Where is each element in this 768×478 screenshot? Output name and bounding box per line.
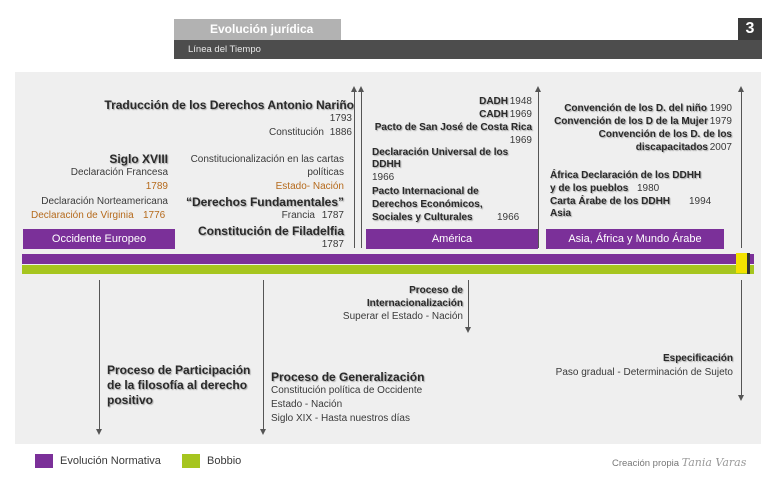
year-2007: 2007	[709, 142, 732, 153]
arrow-up-america-right	[538, 90, 539, 248]
participacion-line1: Proceso de Participación	[107, 363, 251, 377]
generalizacion-line2: Estado - Nación	[271, 399, 343, 410]
legend-swatch-normativa	[35, 454, 53, 468]
arrow-up-america-left-head	[358, 86, 364, 92]
region-asia-africa: Asia, África y Mundo Árabe	[546, 229, 724, 249]
dudh-line1: Declaración Universal de los	[372, 147, 509, 158]
internacionalizacion-line1: Proceso de	[409, 285, 463, 296]
constitucion-filadelfia: Constitución de Filadelfia	[197, 224, 344, 238]
arrow-up-america-right-head	[535, 86, 541, 92]
arrow-down-generalizacion	[263, 280, 264, 430]
arrow-up-asia-head	[738, 86, 744, 92]
dudh-line2: DDHH	[372, 159, 401, 170]
year-1886: 1886	[329, 127, 352, 138]
pacto-san-jose: Pacto de San José de Costa Rica	[374, 122, 532, 133]
generalizacion-line1: Constitución política de Occidente	[271, 385, 423, 396]
internacionalizacion-line2: Internacionalización	[366, 298, 463, 309]
siglo-xviii-heading: Siglo XVIII	[109, 152, 168, 166]
arrow-down-internacionalizacion-head	[465, 327, 471, 333]
participacion-line2: de la filosofía al derecho	[107, 378, 248, 392]
arrow-down-participacion-head	[96, 429, 102, 435]
arrow-up-america-left	[361, 90, 362, 248]
cadh-label: CADH	[479, 109, 508, 120]
credit-label: Creación propia	[612, 458, 680, 469]
legend-label-normativa: Evolución Normativa	[60, 455, 161, 467]
convencion-nino: Convención de los D. del niño	[564, 103, 707, 114]
africa-line2: y de los pueblos	[550, 183, 629, 194]
arrow-up-narino	[354, 90, 355, 248]
internacionalizacion-line3: Superar el Estado - Nación	[342, 311, 463, 322]
region-occidente-europeo: Occidente Europeo	[23, 229, 175, 249]
estado-nacion-orange: Estado- Nación	[275, 181, 344, 192]
year-1948: 1948	[509, 96, 532, 107]
declaracion-norteamericana: Declaración Norteamericana	[41, 196, 168, 207]
convencion-discapacitados-line1: Convención de los D. de los	[598, 129, 732, 140]
carta-arabe: Carta Árabe de los DDHH	[550, 196, 671, 207]
africa-line1: África Declaración de los DDHH	[550, 170, 702, 181]
year-1969-cadh: 1969	[509, 109, 532, 120]
year-1966-dudh: 1966	[372, 172, 395, 183]
arrow-down-especificacion	[741, 280, 742, 396]
year-1787-francia: 1787	[321, 210, 344, 221]
arrow-down-participacion	[99, 280, 100, 430]
traduccion-narino: Traducción de los Derechos Antonio Nariñ…	[104, 98, 354, 112]
legend-swatch-bobbio	[182, 454, 200, 468]
year-1793: 1793	[329, 113, 352, 124]
timeline-bar-bobbio	[22, 265, 754, 274]
derechos-fundamentales: “Derechos Fundamentales”	[185, 195, 344, 209]
slide-title: Evolución jurídica	[174, 19, 341, 40]
year-1789: 1789	[145, 181, 168, 192]
generalizacion-heading: Proceso de Generalización	[271, 370, 425, 384]
timeline-marker-yellow	[736, 253, 747, 273]
timeline-end-cap	[747, 253, 750, 274]
arrow-down-especificacion-head	[738, 395, 744, 401]
arrow-down-generalizacion-head	[260, 429, 266, 435]
year-1979: 1979	[709, 116, 732, 127]
constitucionalizacion-line1: Constitucionalización en las cartas	[190, 154, 344, 165]
dadh-label: DADH	[479, 96, 508, 107]
timeline-bar-normativa	[22, 254, 754, 264]
legend-label-bobbio: Bobbio	[207, 455, 242, 467]
year-1980: 1980	[637, 183, 660, 194]
constitucionalizacion-line2: políticas	[307, 167, 344, 178]
asia-label: Asia	[550, 208, 572, 219]
year-1966-pidesc: 1966	[497, 212, 520, 223]
especificacion-heading: Especificación	[662, 353, 733, 364]
year-1787-filadelfia: 1787	[321, 239, 344, 250]
convencion-mujer: Convención de los D de la Mujer	[554, 116, 708, 127]
year-1776: 1776	[143, 210, 166, 221]
slide-number: 3	[738, 18, 762, 40]
generalizacion-line3: Siglo XIX - Hasta nuestros días	[271, 413, 410, 424]
author-signature: Tania Varas	[681, 456, 747, 469]
arrow-down-internacionalizacion	[468, 280, 469, 328]
declaracion-francesa: Declaración Francesa	[70, 167, 168, 178]
year-1969-pacto: 1969	[509, 135, 532, 146]
arrow-up-narino-head	[351, 86, 357, 92]
slide-subtitle: Línea del Tiempo	[174, 40, 762, 59]
participacion-line3: positivo	[107, 393, 154, 407]
year-1990: 1990	[709, 103, 732, 114]
year-1994: 1994	[689, 196, 712, 207]
especificacion-sub: Paso gradual - Determinación de Sujeto	[555, 367, 733, 378]
pidesc-line1: Pacto Internacional de	[372, 186, 479, 197]
region-america: América	[366, 229, 538, 249]
convencion-discapacitados-line2: discapacitados	[635, 142, 708, 153]
arrow-up-asia	[741, 90, 742, 248]
credit: Creación propia Tania Varas	[612, 456, 746, 469]
francia-label: Francia	[281, 210, 315, 221]
pidesc-line3: Sociales y Culturales	[372, 212, 473, 223]
constitucion-label: Constitución	[268, 127, 324, 138]
declaracion-virginia: Declaración de Virginia	[31, 210, 134, 221]
pidesc-line2: Derechos Económicos,	[372, 199, 483, 210]
